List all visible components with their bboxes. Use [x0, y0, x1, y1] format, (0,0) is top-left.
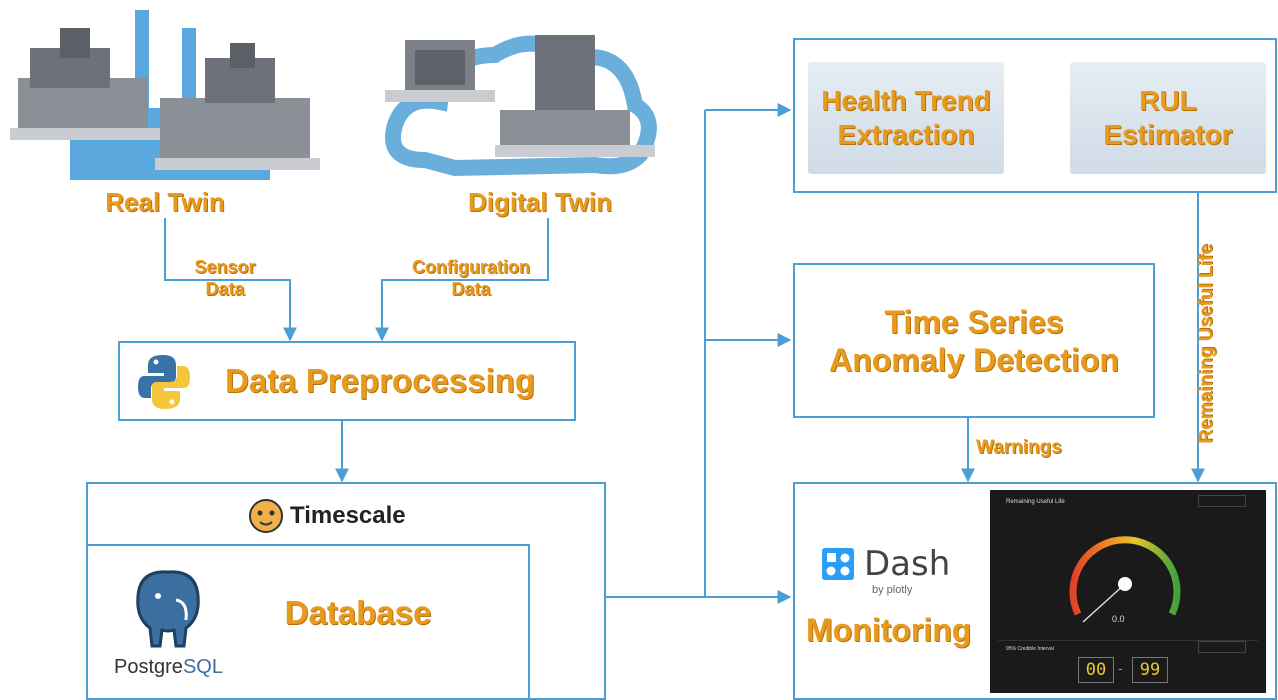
database-inner-box: PostgreSQL Database [86, 544, 530, 700]
rul-gauge [1069, 536, 1181, 623]
warnings-label: Warnings [976, 437, 1062, 458]
dash-logo: Dash by plotly [822, 544, 972, 598]
health-trend-line2: Extraction [837, 119, 975, 150]
remaining-useful-life-label: Remaining Useful Life [1196, 244, 1217, 444]
interval-title: 95% Credible Interval [1006, 646, 1054, 652]
configuration-data-label: Configuration Data [386, 256, 556, 300]
sensor-data-arrow [164, 218, 297, 342]
interval-button[interactable] [1198, 641, 1246, 653]
dash-icon [822, 548, 854, 580]
dashboard-divider [998, 640, 1258, 641]
anomaly-line1: Time Series [884, 303, 1064, 340]
postgresql-wordmark: PostgreSQL [114, 656, 223, 679]
configuration-data-arrow [375, 218, 549, 342]
real-twin-label: Real Twin [105, 186, 225, 217]
dashboard-panel: Remaining Useful Life 0.0 95% Credible I… [990, 490, 1266, 693]
timescale-label: Timescale [290, 502, 406, 529]
health-trend-text: Health Trend Extraction [821, 84, 991, 152]
health-trend-box: Health Trend Extraction [808, 62, 1004, 174]
dashboard-title: Remaining Useful Life [1006, 499, 1065, 505]
data-preprocessing-label: Data Preprocessing [225, 362, 535, 399]
cloud-machine-icon [385, 35, 657, 177]
anomaly-line2: Anomaly Detection [829, 341, 1119, 378]
postgresql-wordmark-b: SQL [182, 656, 223, 678]
rul-estimator-line2: Estimator [1103, 119, 1233, 150]
tiger-icon [249, 499, 283, 533]
gauge-value: 0.0 [1112, 614, 1125, 624]
dash-name: Dash [864, 544, 951, 584]
digital-twin-image [385, 10, 660, 190]
python-logo-icon [138, 355, 190, 409]
postgresql-elephant-icon [136, 570, 200, 648]
rul-estimator-box: RUL Estimator [1070, 62, 1266, 174]
sensor-data-label: Sensor Data [170, 256, 280, 300]
postgresql-wordmark-a: Postgre [114, 656, 183, 678]
configuration-data-line1: Configuration [412, 257, 530, 277]
sensor-data-line2: Data [205, 279, 245, 299]
rul-estimator-text: RUL Estimator [1103, 84, 1232, 152]
interval-separator: - [1118, 660, 1123, 676]
factory-machine-icon [10, 10, 320, 180]
sensor-data-line1: Sensor [194, 257, 256, 277]
digital-twin-label: Digital Twin [468, 186, 612, 217]
dash-byline: by plotly [872, 584, 913, 596]
timescale-logo: Timescale [248, 498, 448, 536]
anomaly-detection-text: Time Series Anomaly Detection [829, 303, 1119, 379]
interval-low-display: 00 [1078, 657, 1114, 683]
interval-high-display: 99 [1132, 657, 1168, 683]
database-label: Database [284, 594, 432, 631]
monitoring-label: Monitoring [806, 612, 972, 648]
real-twin-image [10, 8, 330, 188]
dashboard-top-button[interactable] [1198, 495, 1246, 507]
configuration-data-line2: Data [451, 279, 491, 299]
anomaly-detection-box: Time Series Anomaly Detection [793, 263, 1155, 418]
data-preprocessing-box: Data Preprocessing [118, 341, 576, 421]
rul-estimator-line1: RUL [1139, 85, 1197, 116]
health-trend-line1: Health Trend [821, 85, 991, 116]
